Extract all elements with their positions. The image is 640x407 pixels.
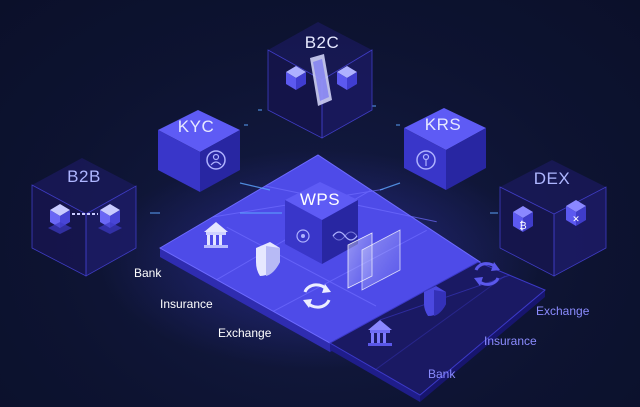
b2b-cube: B2B [31,158,137,277]
shield-icon [256,242,280,276]
wps-label: WPS [300,190,340,209]
bank-icon [368,320,392,346]
svg-text:✕: ✕ [572,215,580,225]
connector-lines [150,105,498,214]
krs-label: KRS [425,115,461,134]
fingerprint-key-icon [416,150,436,170]
b2c-label: B2C [305,33,340,52]
bitcoin-icon: ₿ [513,206,533,232]
wps-cube: WPS [285,182,358,264]
exchange-arrows-icon [474,262,500,286]
label-insurance: Insurance [160,297,213,311]
user-check-icon [206,150,226,170]
ripple-icon: ✕ [566,200,586,226]
b2b-label: B2B [67,167,101,186]
smartphone-icon [310,54,332,106]
shield-icon [424,286,446,316]
label-bank: Bank [134,266,162,280]
dex-label: DEX [534,169,570,188]
kyc-cube: KYC [158,110,240,192]
label-right-insurance: Insurance [484,334,537,348]
label-exchange: Exchange [218,326,272,340]
cube-stack-icon [48,204,72,234]
b2c-cube: B2C [267,22,373,139]
label-right-exchange: Exchange [536,304,590,318]
dex-cube: DEX ₿ ✕ [499,160,607,277]
right-platform [328,261,546,402]
wallet-coin-icon [296,229,310,243]
dna-icon [332,231,358,241]
glass-panels [347,229,401,291]
krs-cube: KRS [404,108,486,190]
label-right-bank: Bank [428,367,456,381]
bank-icon [204,222,228,248]
svg-text:₿: ₿ [519,220,526,232]
kyc-label: KYC [178,117,214,136]
cube-icon [337,66,357,90]
exchange-arrows-icon [303,283,331,309]
cube-icon [286,66,306,90]
cube-stack-icon [98,204,122,234]
